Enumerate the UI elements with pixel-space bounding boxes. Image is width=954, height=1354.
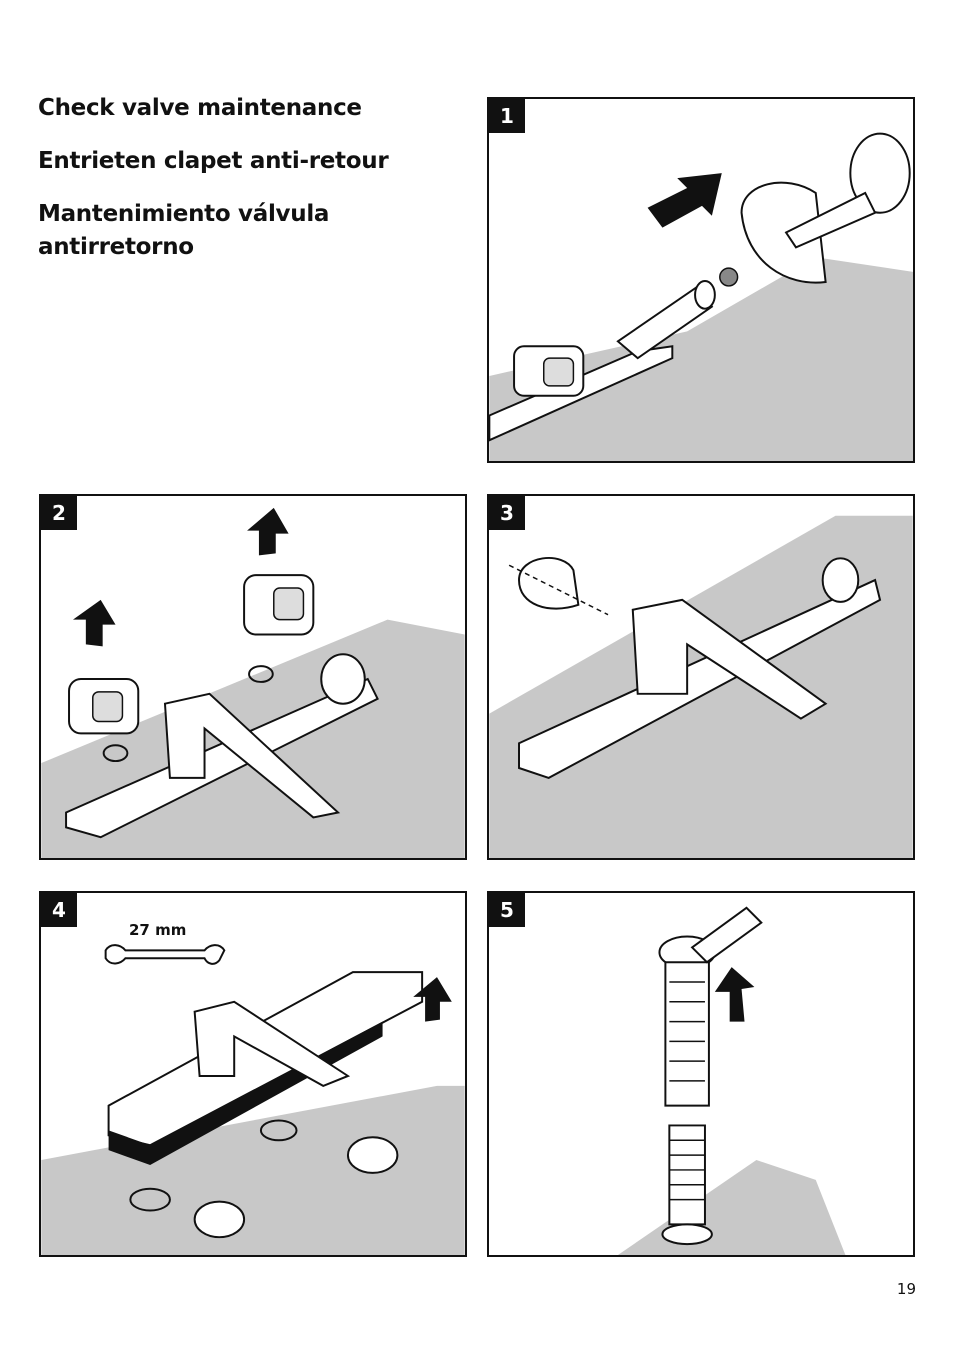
spout (163, 692, 341, 819)
countertop-surface (489, 257, 913, 461)
arrow-up (714, 967, 755, 1022)
step-2-panel: 2 (39, 494, 467, 860)
hose-fitting (690, 906, 763, 964)
holder-ring (518, 557, 580, 610)
step-3-illustration (489, 515, 913, 858)
spout (193, 1000, 351, 1087)
title-spanish: Mantenimiento válvula antirretorno (38, 201, 330, 260)
title-french: Entrieten clapet anti-retour (38, 148, 389, 174)
step-2-number: 2 (41, 496, 77, 530)
arrow-up-left (72, 599, 116, 647)
step-3-panel: 3 (487, 494, 915, 860)
title-block: Check valve maintenance Entrieten clapet… (38, 92, 438, 284)
step-1-number: 1 (489, 99, 525, 133)
step-4-illustration (41, 944, 465, 1255)
page-number: 19 (896, 1280, 916, 1298)
step-1-illustration (489, 132, 913, 461)
arrow-up-right (247, 507, 289, 556)
hand-shower-holder (740, 181, 827, 284)
hose-fitting (616, 285, 714, 360)
step-5-illustration (617, 906, 846, 1255)
wrench-size-label: 27 mm (129, 921, 187, 939)
wrench-icon (104, 944, 226, 965)
deck-plate (65, 677, 379, 839)
step-4-number: 4 (41, 893, 77, 927)
countertop-surface (617, 1160, 846, 1255)
step-3-number: 3 (489, 496, 525, 530)
spout (631, 598, 828, 720)
step-5-panel: 5 (487, 891, 915, 1257)
gasket (108, 1021, 383, 1165)
step-1-panel: 1 (487, 97, 915, 463)
title-english: Check valve maintenance (38, 95, 362, 121)
step-5-number: 5 (489, 893, 525, 927)
step-4-panel: 4 27 mm (39, 891, 467, 1257)
arrow-shape (647, 173, 722, 228)
countertop-surface (41, 1085, 465, 1255)
arrow-up (413, 977, 452, 1022)
deck-plate (518, 578, 882, 779)
check-valve-part (719, 267, 739, 287)
hose-upper (664, 961, 710, 1107)
step-2-illustration (41, 507, 465, 858)
